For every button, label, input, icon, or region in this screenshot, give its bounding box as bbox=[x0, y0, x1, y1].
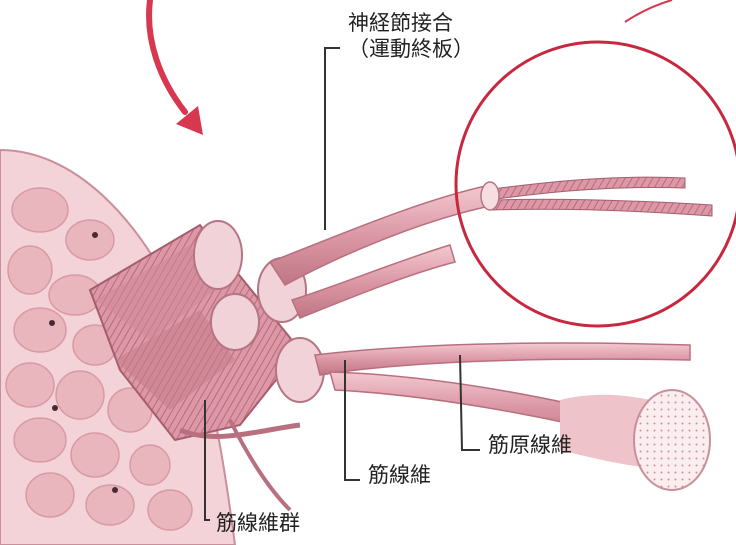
label-muscle-fiber-bundle: 筋線維群 bbox=[216, 510, 300, 536]
myofibrils bbox=[481, 177, 712, 216]
label-muscle-fiber: 筋線維 bbox=[368, 462, 431, 488]
label-myofibril: 筋原線維 bbox=[488, 432, 572, 458]
label-nmj-line1: 神経節接合 bbox=[348, 10, 474, 36]
curved-arrow-icon bbox=[149, 0, 203, 135]
arc-decoration bbox=[625, 0, 672, 22]
leader-line-nmj bbox=[325, 48, 340, 230]
myofibril-cross-section bbox=[560, 390, 710, 490]
label-nmj-line2: （運動終板） bbox=[348, 36, 474, 62]
label-neuromuscular-junction: 神経節接合 （運動終板） bbox=[348, 10, 474, 63]
